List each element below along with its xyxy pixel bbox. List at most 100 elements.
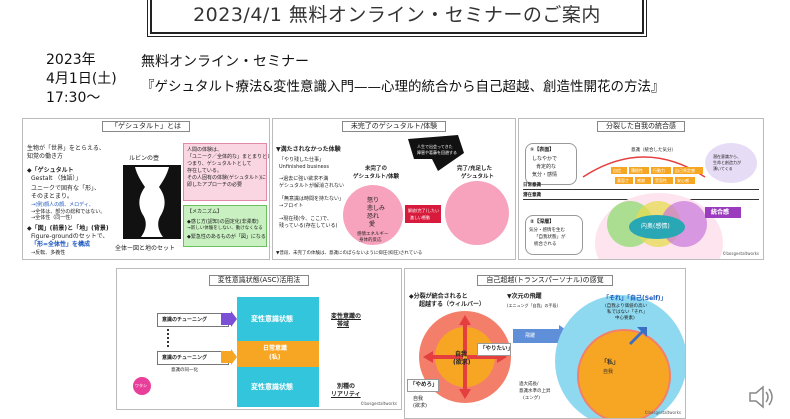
slide-heading: 自己超越(トランスパーソナル)の感覚	[477, 275, 613, 286]
slide-unfinished: 未完了のゲシュタルト/体験 ▼満たされなかった体験 「やり残した仕事」 Unfi…	[272, 118, 516, 260]
callout-text: 【メカニズム】	[187, 209, 223, 215]
self-sub: 私ではない「それ」	[607, 310, 648, 315]
slide-heading: 未完了のゲシュタルト/体験	[341, 121, 447, 132]
rubin-vase-image	[123, 165, 181, 239]
lavender-oval: 潜在意識から、 生命と創造力が 湧いてくる	[705, 143, 757, 183]
slide-text: ◆「ゲシュタルト	[27, 167, 74, 174]
slide-text: 生物が「世界」をとらえる、	[27, 145, 105, 152]
title-banner: 2023/4/1 無料オンライン・セミナーのご案内	[150, 0, 644, 34]
energy-label: 感情エネルギー	[357, 232, 389, 237]
impulse-text: 解放(完了)したい	[408, 208, 440, 213]
slide-text: Unfinished business	[279, 164, 329, 170]
tuning-bar-lower: 意識のチューニング	[157, 351, 229, 365]
self-title: 「それ」「自己(Self)」	[603, 295, 667, 302]
oval-text: 湧いてくる	[713, 166, 733, 171]
slide-text: ゲシュタルトが解消されない	[279, 183, 345, 189]
yameyo-tag: 「やめろ」	[407, 379, 439, 392]
tag-text: 「やめろ」	[410, 382, 438, 388]
self-label: 「私」	[601, 359, 620, 366]
slide-text: 「やり残した仕事」	[279, 157, 325, 163]
chip: 寛容さ	[615, 177, 633, 184]
divider	[523, 189, 759, 190]
credit-text: ©bosgestaltworks	[644, 410, 681, 415]
chip: 積極性	[629, 167, 649, 174]
page-title: 2023/4/1 無料オンライン・セミナーのご案内	[193, 4, 601, 26]
chip: 受容性	[653, 177, 673, 184]
slide-text: 意識水準の上昇	[519, 389, 551, 394]
box-text: 「自我状態」が	[534, 235, 566, 240]
chip: 安心感	[675, 177, 695, 184]
credit-text: ©bosgestaltworks	[360, 401, 397, 406]
tuning-label: 意識のチューニング	[162, 355, 208, 361]
tuning-bar-upper: 意識のチューニング	[157, 313, 229, 327]
slide-integration: 分裂した自我の統合感 ①【表面】 しなやかで 肯定的な 気分・感情 ②【深層】 …	[518, 118, 764, 260]
callout-text: →新しい体験をしない、動けなくなる	[187, 226, 263, 231]
chip: 自信	[611, 167, 627, 174]
self-sub: 中心要素)	[615, 316, 635, 321]
slide-text: 過大成長/	[519, 382, 539, 387]
slide-text: 自我	[413, 396, 424, 402]
chip-text: 感謝	[637, 178, 645, 183]
pink-callout: 人間の体験は、 「ユニーク／全体的な」まとまりとして つまり、ゲシュタルトとして…	[183, 143, 270, 201]
cross-arrows-graphic	[423, 315, 507, 399]
slide-text: 超越する（ウィルバー）	[419, 301, 486, 308]
self-label: 自我	[603, 369, 614, 375]
box-text: ①【表面】	[530, 147, 555, 153]
slide-text: そのまとまり。	[31, 193, 73, 200]
box-text: 気分・感情	[532, 172, 558, 178]
seminar-type: 無料オンライン・セミナー	[141, 54, 309, 70]
circle-label: ゲシュタルト/体験	[353, 174, 400, 180]
callout-text: ◆緊急性のあるものが「図」になる	[187, 234, 266, 240]
impulse-text: 激しい衝動	[410, 215, 430, 220]
info-year: 2023年	[46, 52, 96, 68]
callout-text: ◆感じ方(認知)の固定化(非柔軟)	[187, 219, 259, 225]
green-callout: 【メカニズム】 ◆感じ方(認知)の固定化(非柔軟) →新しい体験をしない、動けな…	[183, 205, 267, 247]
callout-text: 人間の体験は、	[187, 147, 223, 153]
slide-text: →(例)顔人の顔、メロディ、	[31, 202, 94, 208]
arrow-right-icon	[221, 311, 237, 327]
inner-core: 内奥(感情)	[629, 215, 685, 239]
side-label: リアリティ	[331, 391, 361, 398]
slide-text: →全体は、部分の総和ではない。	[31, 209, 106, 215]
chip-text: 自信	[613, 168, 621, 173]
self-inner-circle	[577, 329, 671, 418]
slide-footer: ▼普段、未完了の体験は、意識にのぼらないように抑圧(抑圧)されている	[276, 251, 423, 256]
slide-text: →全体性（同一性）	[31, 215, 76, 221]
speaker-icon[interactable]	[748, 385, 776, 409]
block-label: 変性意識状態	[251, 383, 293, 391]
circle-label: 未完了の	[365, 166, 388, 172]
callout-text: 存在している。	[187, 168, 222, 174]
slide-text: →現在残(今、ここ)で、	[279, 216, 332, 222]
watashi-badge: ワタシ	[133, 377, 151, 395]
slide-text: 知覚の働き方	[27, 153, 64, 160]
yaritai-tag: 「やりたい」	[477, 343, 513, 356]
block-label: 日常意識	[263, 345, 288, 352]
chip-text: 安心感	[677, 178, 689, 183]
top-label: 意識（統合した気分）	[631, 148, 676, 153]
slide-text: →反転、多義性	[31, 250, 66, 256]
badge-text: ワタシ	[135, 383, 147, 388]
slide-asc: 変性意識状態(ASC)活用法 変性意識状態 日常意識 (私) 変性意識状態 意識…	[116, 268, 402, 410]
credit-text: ©bosgestaltworks	[722, 251, 759, 256]
box-text: しなやかで	[532, 156, 558, 162]
arrow-text: 人生で出会ってきた	[417, 144, 453, 149]
latent-label: 潜在意識	[523, 193, 541, 198]
middle-block: 日常意識 (私)	[237, 341, 319, 367]
block-label: 変性意識状態	[251, 315, 293, 323]
chip: 感謝	[635, 177, 651, 184]
ego-label: (欲求)	[453, 359, 471, 366]
callout-text: 「ユニーク／全体的な」まとまりとして	[187, 154, 270, 160]
slide-text: →過去に強い欲求不満	[279, 176, 329, 182]
slide-text: →フロイト	[279, 203, 304, 209]
unfinished-circle	[343, 185, 403, 245]
vase-caption: 全体ー図と地のセット	[115, 245, 176, 252]
slide-text: ユニークで固有な「形」、	[31, 185, 101, 192]
box-text: 気分・感情を生む	[529, 228, 565, 233]
black-arrow-graphic	[408, 135, 464, 171]
chip-text: 自己肯定感	[675, 168, 695, 173]
slide-text: 「形=全体性」を構成	[31, 241, 91, 248]
slide-heading: 変性意識状態(ASC)活用法	[208, 275, 310, 286]
arrow-label: 飛躍	[525, 333, 536, 339]
box-text: 肯定的な	[536, 164, 557, 170]
side-label: 変性意識の	[331, 313, 362, 320]
